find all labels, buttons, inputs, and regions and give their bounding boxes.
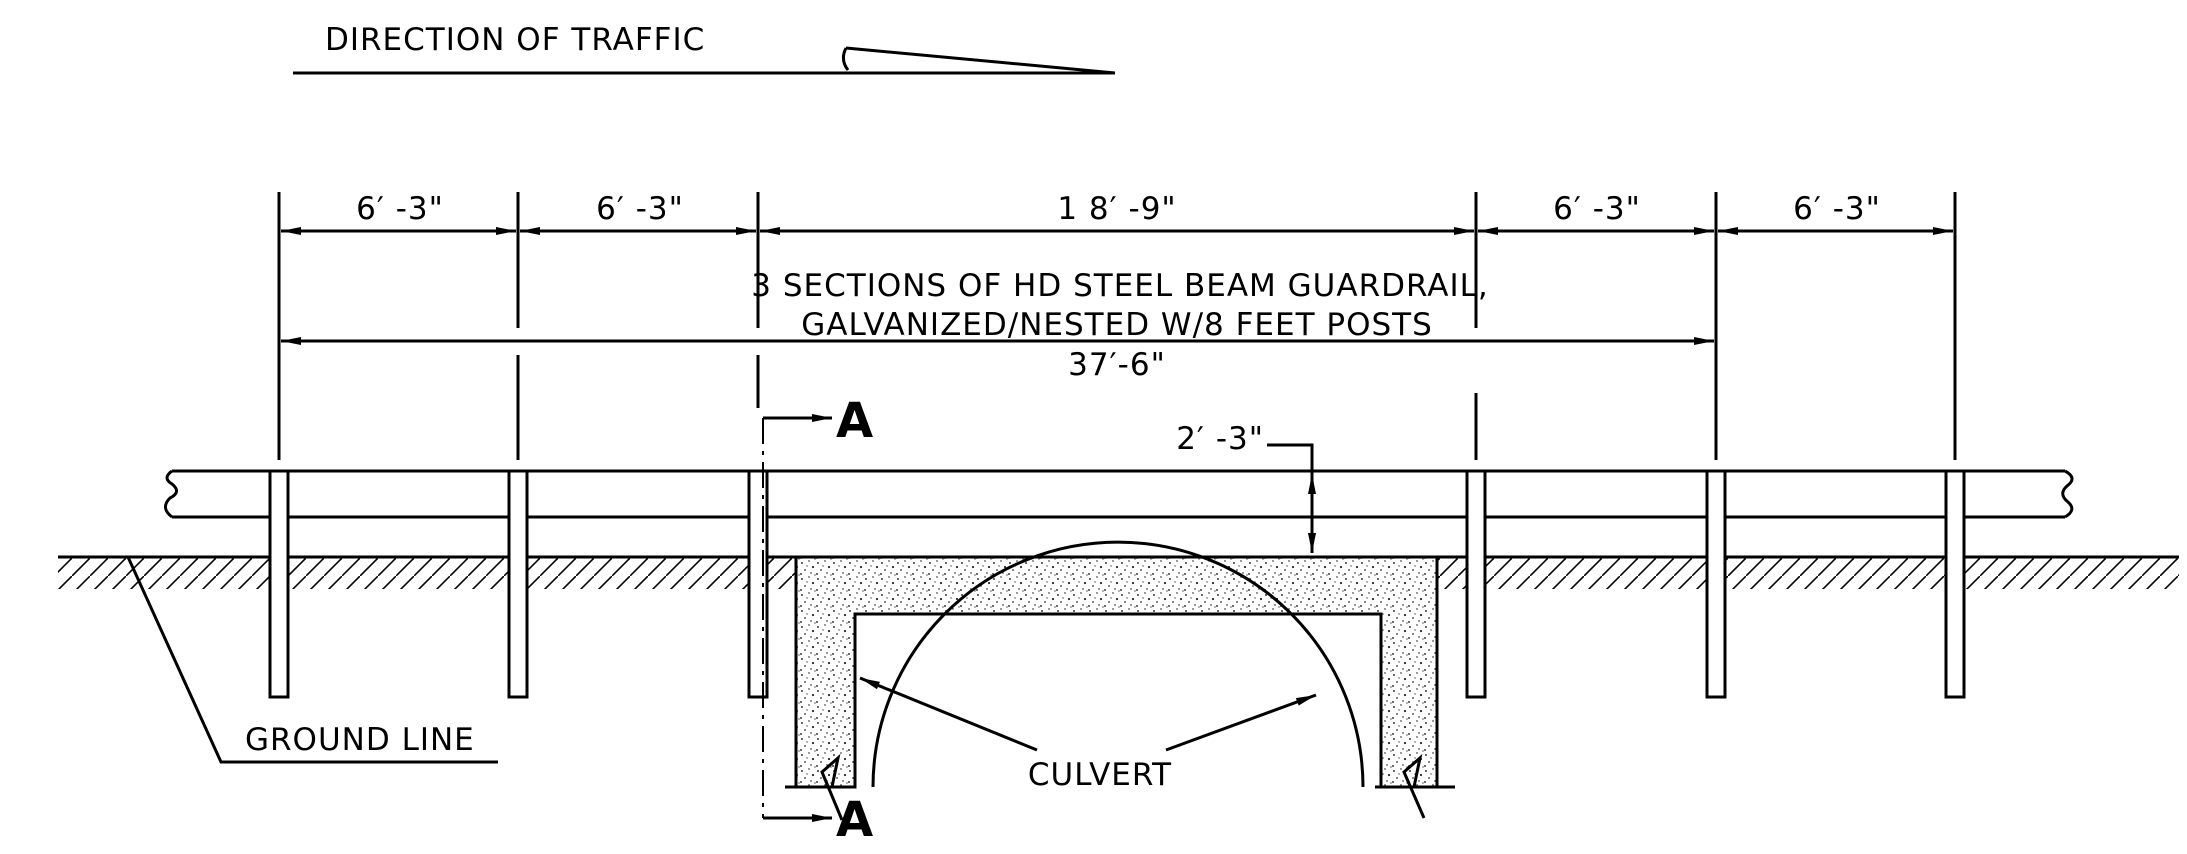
ground-line-label: GROUND LINE [245,722,475,758]
culvert-label: CULVERT [1028,757,1172,793]
section-label-top: A [836,393,873,449]
traffic-direction-indicator: DIRECTION OF TRAFFIC [293,22,1116,75]
post-5 [1705,469,1727,699]
post-3 [747,469,769,699]
ground-line-callout: GROUND LINE [126,556,498,764]
culvert-headwall [785,540,1455,821]
guardrail-note-line-2: GALVANIZED/NESTED W/8 FEET POSTS [801,307,1433,343]
culvert-leader-right [1165,693,1317,752]
traffic-direction-label: DIRECTION OF TRAFFIC [325,22,705,58]
span-dimension-3: 1 8′ -9" [1057,191,1176,227]
span-dimension-5: 6′ -3" [1793,191,1881,227]
clearance-label: 2′ -3" [1176,421,1264,457]
break-line-left-icon [785,753,844,821]
guardrail-note-line-1: 3 SECTIONS OF HD STEEL BEAM GUARDRAIL, [751,268,1488,304]
span-dimension-2: 6′ -3" [596,191,684,227]
post-1 [268,469,290,699]
total-dimension: 37′-6" [1068,347,1166,383]
traffic-arrow-icon [841,46,1116,75]
guardrail-note: 3 SECTIONS OF HD STEEL BEAM GUARDRAIL, G… [281,268,1714,383]
post-2 [507,469,529,699]
span-dimensions: 6′ -3" 6′ -3" 1 8′ -9" 6′ -3" 6′ -3" [281,191,1953,235]
ground-hatch-right [1437,557,2179,589]
post-4 [1465,469,1487,699]
section-cut-a: A A [762,393,873,848]
clearance-dimension: 2′ -3" [1176,421,1316,553]
culvert-leader-left [859,676,1038,752]
culvert-arch [871,540,1365,788]
clearance-leader [1267,443,1314,474]
beam-break-right-icon [2061,469,2074,519]
post-6 [1944,469,1966,699]
ground-line-leader [126,556,498,764]
section-label-bottom: A [836,792,873,848]
span-dimension-4: 6′ -3" [1553,191,1641,227]
guardrail-posts [268,469,1966,699]
beam-break-left-icon [164,469,178,519]
guardrail-beam [164,469,2074,519]
span-dimension-1: 6′ -3" [356,191,444,227]
culvert-callout: CULVERT [859,676,1317,793]
extension-lines [277,192,1957,460]
concrete-headwall [794,555,1439,789]
ground [58,555,2179,589]
break-line-right-icon [1375,753,1455,819]
ground-hatch-left [58,557,796,589]
